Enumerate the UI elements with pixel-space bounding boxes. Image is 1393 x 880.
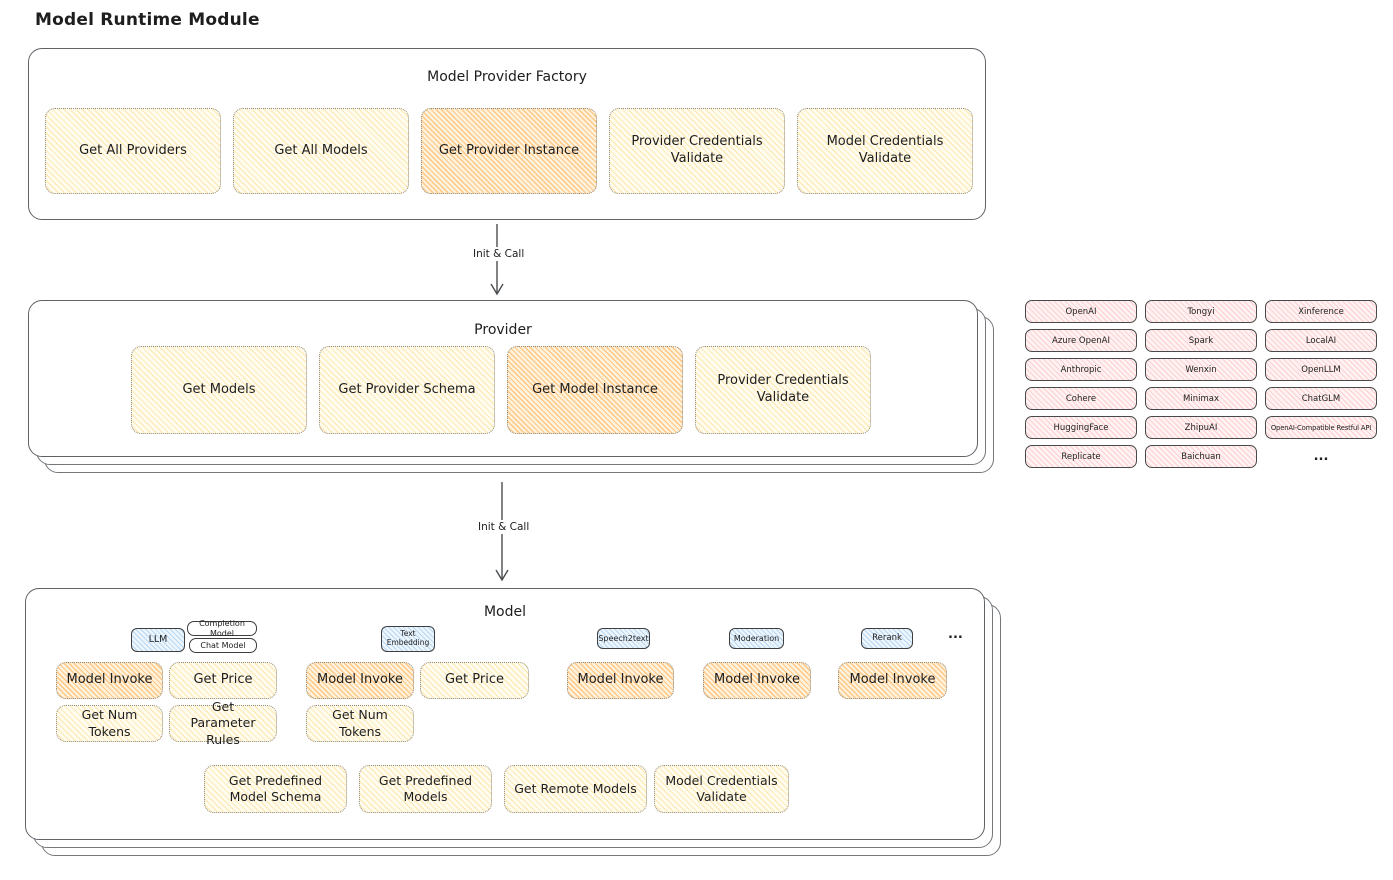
node-model-invoke-speech2text: Model Invoke — [567, 662, 674, 699]
arrow-label-init-call: Init & Call — [469, 247, 529, 261]
provider-chip: Minimax — [1145, 387, 1257, 410]
provider-chip: OpenAI-Compatible Restful API — [1265, 416, 1377, 439]
provider-chip: ZhipuAI — [1145, 416, 1257, 439]
provider-chip: Replicate — [1025, 445, 1137, 468]
provider-chip: Anthropic — [1025, 358, 1137, 381]
node-model-invoke-moderation: Model Invoke — [703, 662, 811, 699]
node-get-remote-models: Get Remote Models — [504, 765, 647, 813]
providers-more-ellipsis: ... — [1313, 449, 1329, 464]
page-title: Model Runtime Module — [35, 10, 260, 30]
provider-chip: Tongyi — [1145, 300, 1257, 323]
provider-title: Provider — [474, 322, 532, 338]
tag-moderation: Moderation — [729, 628, 784, 649]
node-get-all-models: Get All Models — [233, 108, 409, 194]
provider-chip: Xinference — [1265, 300, 1377, 323]
node-model-invoke-llm: Model Invoke — [56, 662, 163, 699]
provider-chip: HuggingFace — [1025, 416, 1137, 439]
factory-title: Model Provider Factory — [427, 69, 587, 85]
node-get-all-providers: Get All Providers — [45, 108, 221, 194]
tag-llm: LLM — [131, 628, 185, 652]
node-get-predefined-model-schema: Get Predefined Model Schema — [204, 765, 347, 813]
provider-chip: OpenAI — [1025, 300, 1137, 323]
tag-text-embedding: Text Embedding — [381, 626, 435, 652]
model-panel: Model LLM Completion Model Chat Model Te… — [25, 588, 985, 840]
node-get-price-llm: Get Price — [169, 662, 277, 699]
node-get-num-tokens-llm: Get Num Tokens — [56, 705, 163, 742]
node-get-provider-schema: Get Provider Schema — [319, 346, 495, 434]
node-get-price-embedding: Get Price — [420, 662, 529, 699]
provider-chip: ChatGLM — [1265, 387, 1377, 410]
tag-rerank: Rerank — [861, 628, 913, 649]
provider-chip: Baichuan — [1145, 445, 1257, 468]
node-get-models: Get Models — [131, 346, 307, 434]
provider-panel: Provider Get Models Get Provider Schema … — [28, 300, 978, 457]
provider-chip: Cohere — [1025, 387, 1137, 410]
provider-chip: Azure OpenAI — [1025, 329, 1137, 352]
node-get-provider-instance: Get Provider Instance — [421, 108, 597, 194]
model-types-more-ellipsis: ... — [948, 627, 963, 642]
node-get-predefined-models: Get Predefined Models — [359, 765, 492, 813]
tag-completion-model: Completion Model — [187, 619, 257, 638]
provider-chip: Spark — [1145, 329, 1257, 352]
model-title: Model — [483, 604, 527, 620]
node-get-num-tokens-embedding: Get Num Tokens — [306, 705, 414, 742]
providers-grid: OpenAI Azure OpenAI Anthropic Cohere Hug… — [1025, 300, 1377, 468]
node-get-parameter-rules: Get Parameter Rules — [169, 699, 277, 747]
node-provider-credentials-validate: Provider Credentials Validate — [609, 108, 785, 194]
arrow-label-init-call: Init & Call — [474, 520, 534, 534]
tag-chat-model: Chat Model — [189, 638, 257, 653]
provider-chip: OpenLLM — [1265, 358, 1377, 381]
node-model-invoke-embedding: Model Invoke — [306, 662, 414, 699]
node-model-credentials-validate-2: Model Credentials Validate — [654, 765, 789, 813]
node-model-credentials-validate: Model Credentials Validate — [797, 108, 973, 194]
tag-speech2text: Speech2text — [597, 628, 650, 649]
factory-panel: Model Provider Factory Get All Providers… — [28, 48, 986, 220]
node-provider-credentials-validate-2: Provider Credentials Validate — [695, 346, 871, 434]
provider-chip: Wenxin — [1145, 358, 1257, 381]
provider-chip: LocalAI — [1265, 329, 1377, 352]
node-model-invoke-rerank: Model Invoke — [838, 662, 947, 699]
node-get-model-instance: Get Model Instance — [507, 346, 683, 434]
